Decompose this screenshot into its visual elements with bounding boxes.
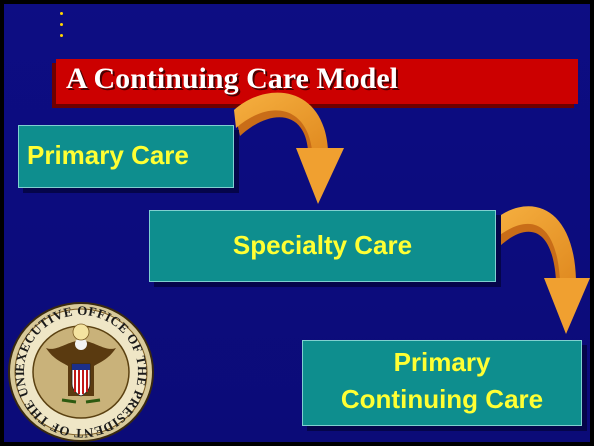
dot <box>60 34 63 37</box>
slide-title: A Continuing Care Model <box>66 62 398 95</box>
specialty-care-box: Specialty Care <box>149 210 496 282</box>
continuing-care-label-line1: Primary <box>393 347 491 377</box>
frame-edge-top <box>0 0 594 4</box>
frame-edge-bottom <box>0 442 594 446</box>
primary-care-box: Primary Care <box>18 125 234 188</box>
frame-edge-left <box>0 0 4 446</box>
frame-edge-right <box>590 0 594 446</box>
primary-care-label: Primary Care <box>27 140 189 170</box>
dot <box>60 12 63 15</box>
dot <box>60 23 63 26</box>
executive-office-seal-logo: EXECUTIVE OFFICE OF THE PRESIDENT OF THE… <box>6 300 154 442</box>
bullet-dots <box>60 12 66 52</box>
specialty-care-label: Specialty Care <box>232 230 413 260</box>
arrow-primary-to-specialty <box>234 92 344 204</box>
continuing-care-label-line2: Continuing Care <box>340 384 544 414</box>
arrow-specialty-to-continuing <box>494 206 590 334</box>
primary-continuing-care-box: Primary Continuing Care <box>302 340 582 426</box>
